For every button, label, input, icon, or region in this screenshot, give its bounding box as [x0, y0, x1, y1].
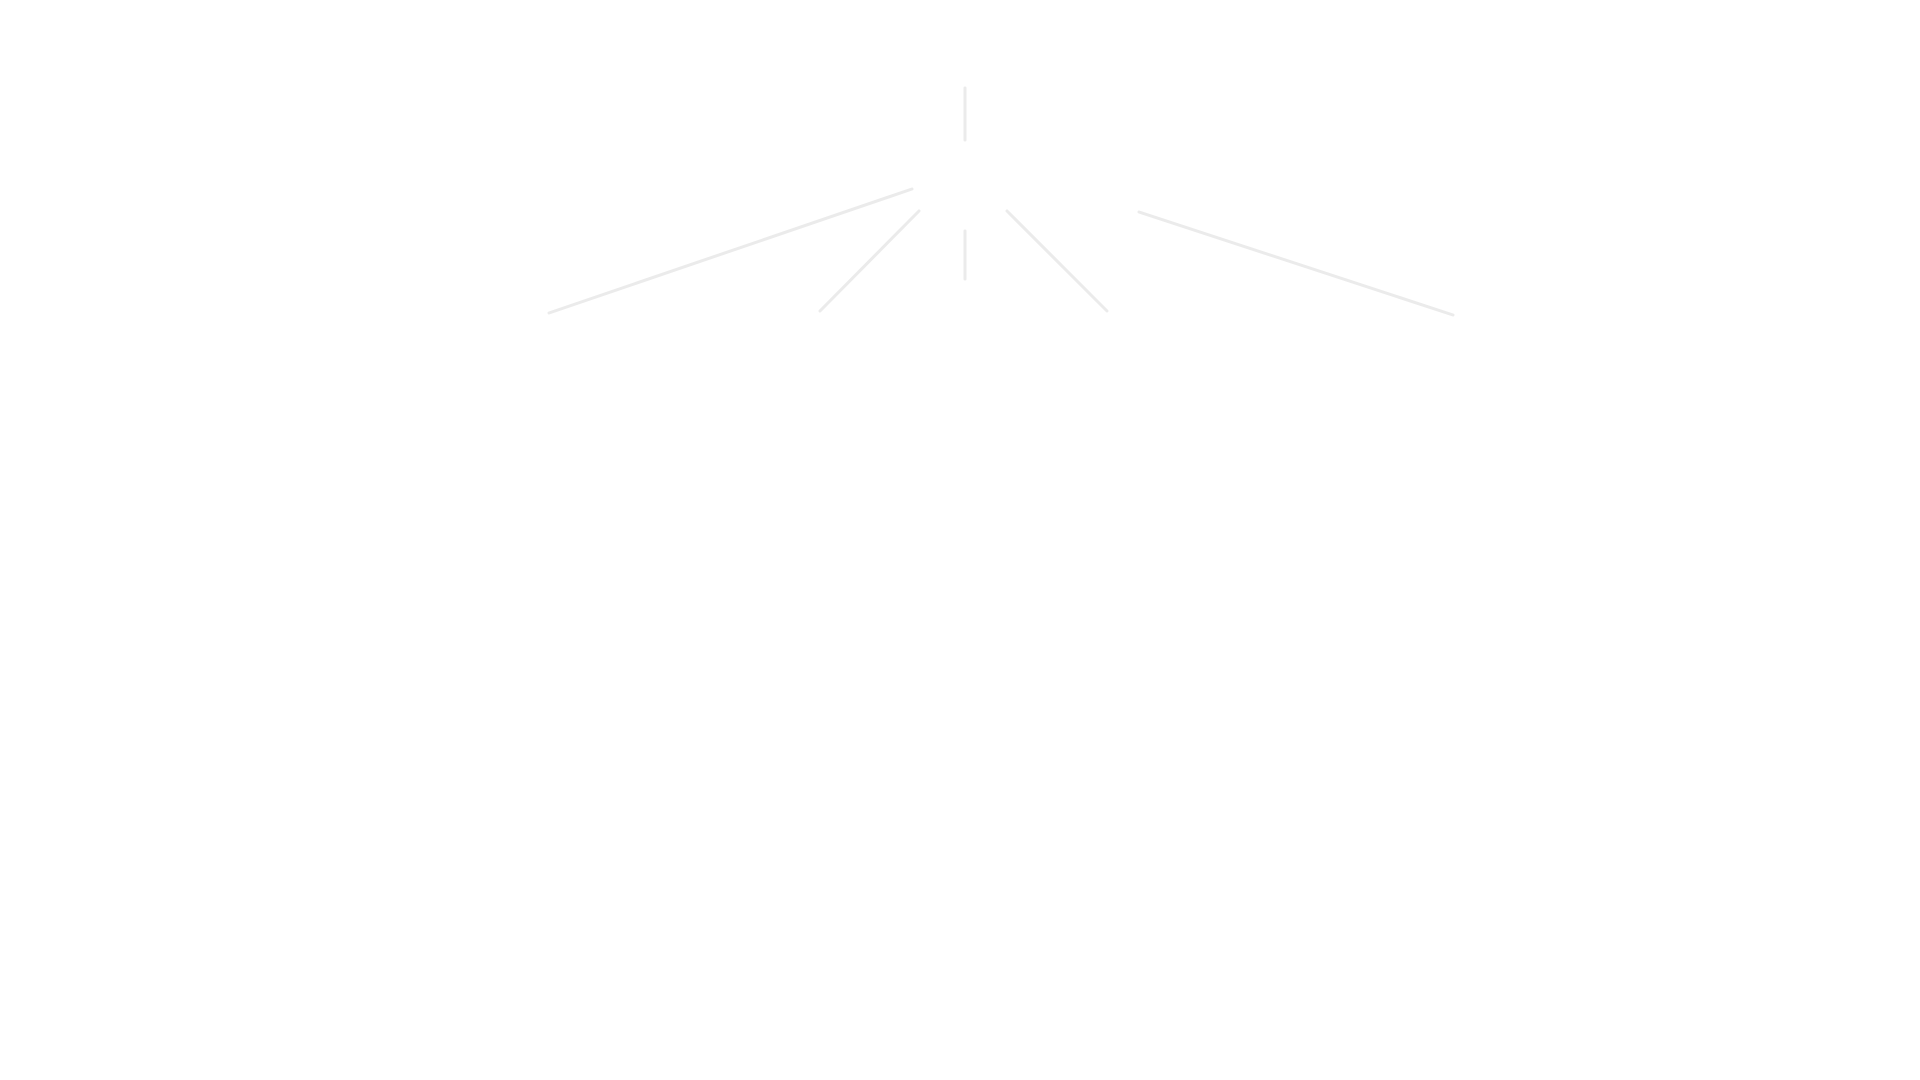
right-outer-branch-connector [1137, 210, 1455, 317]
left-outer-branch-connector [547, 187, 914, 315]
left-inner-branch-connector [818, 209, 921, 313]
right-inner-branch-connector [1005, 209, 1109, 313]
connector-layer [547, 86, 1455, 317]
